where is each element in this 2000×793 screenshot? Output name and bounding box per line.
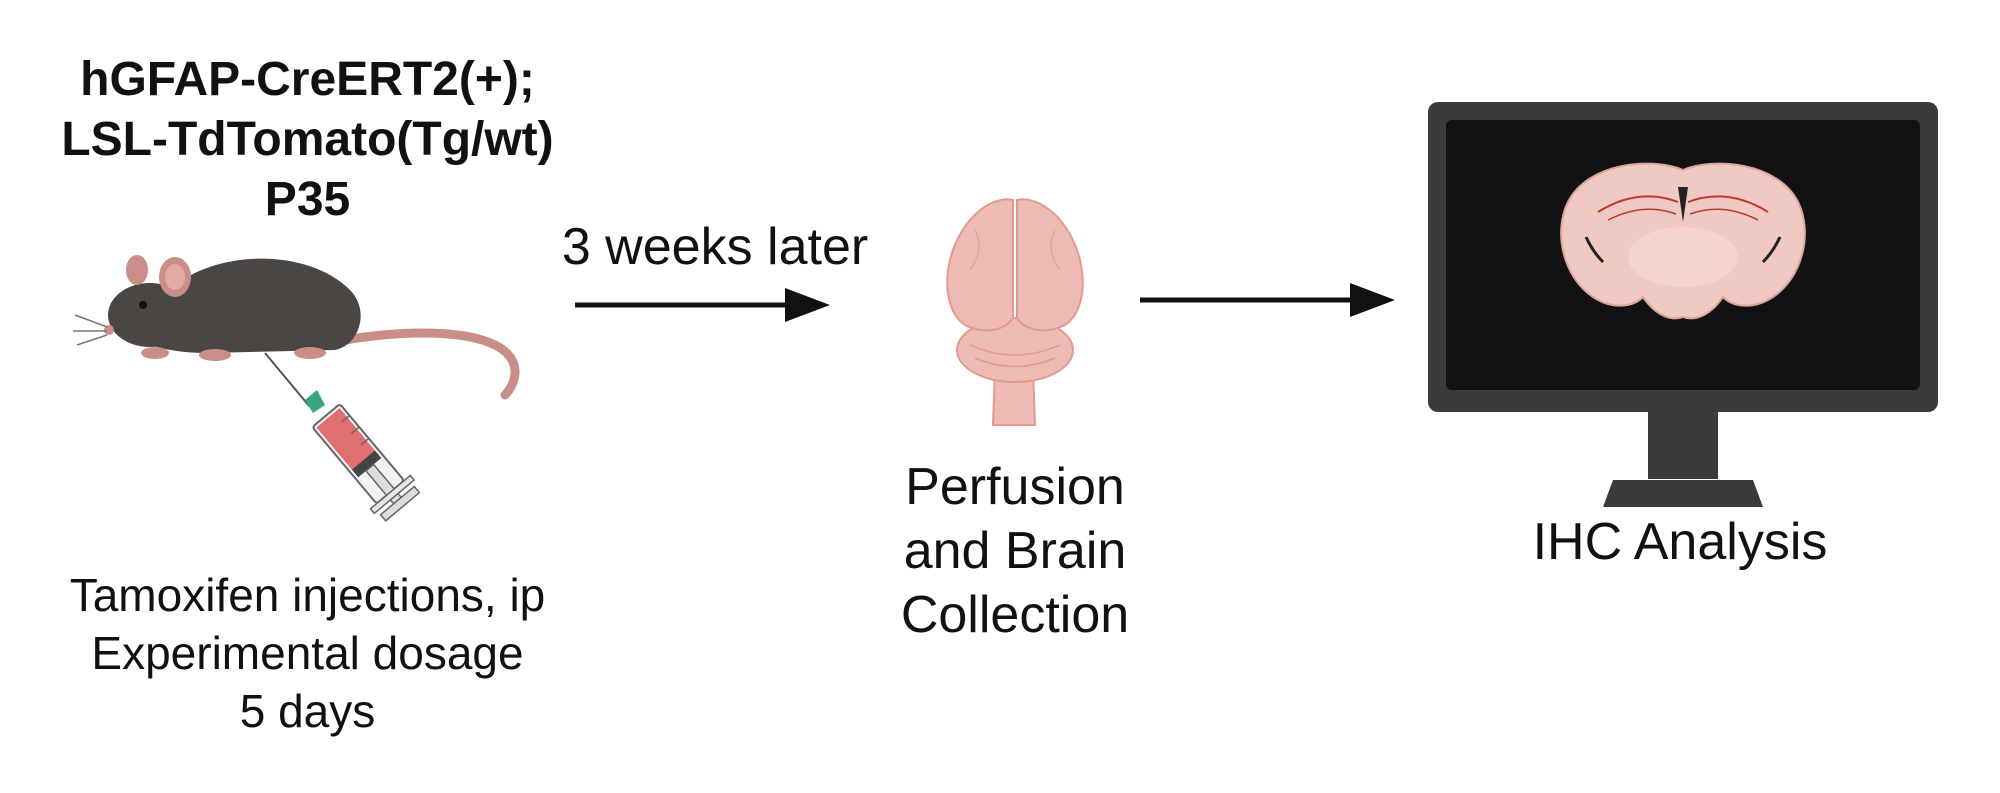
genotype-label: hGFAP-CreERT2(+); LSL-TdTomato(Tg/wt) P3…	[0, 50, 615, 230]
treatment-label: Tamoxifen injections, ip Experimental do…	[0, 566, 615, 740]
arrow1	[575, 288, 830, 322]
brain-icon	[946, 198, 1084, 426]
arrow2	[1140, 283, 1395, 317]
mouse-icon	[73, 255, 520, 400]
genotype-line1: hGFAP-CreERT2(+);	[80, 53, 535, 106]
genotype-line2: LSL-TdTomato(Tg/wt)	[61, 113, 554, 166]
analysis-label: IHC Analysis	[1532, 513, 1828, 571]
brain-slice-icon	[1560, 162, 1806, 320]
treatment-line1: Tamoxifen injections, ip	[69, 569, 546, 621]
brain-label-line1: Perfusion	[905, 458, 1125, 516]
brain-label-line3: Collection	[900, 586, 1130, 644]
age-label: P35	[264, 173, 351, 226]
syringe-icon	[264, 352, 421, 522]
arrow1-label: 3 weeks later	[561, 218, 869, 276]
treatment-line3: 5 days	[239, 685, 376, 737]
treatment-line2: Experimental dosage	[91, 627, 524, 679]
brain-label-line2: and Brain	[903, 522, 1127, 580]
monitor-icon	[1428, 102, 1938, 507]
brain-label: Perfusion and Brain Collection	[820, 455, 1210, 647]
